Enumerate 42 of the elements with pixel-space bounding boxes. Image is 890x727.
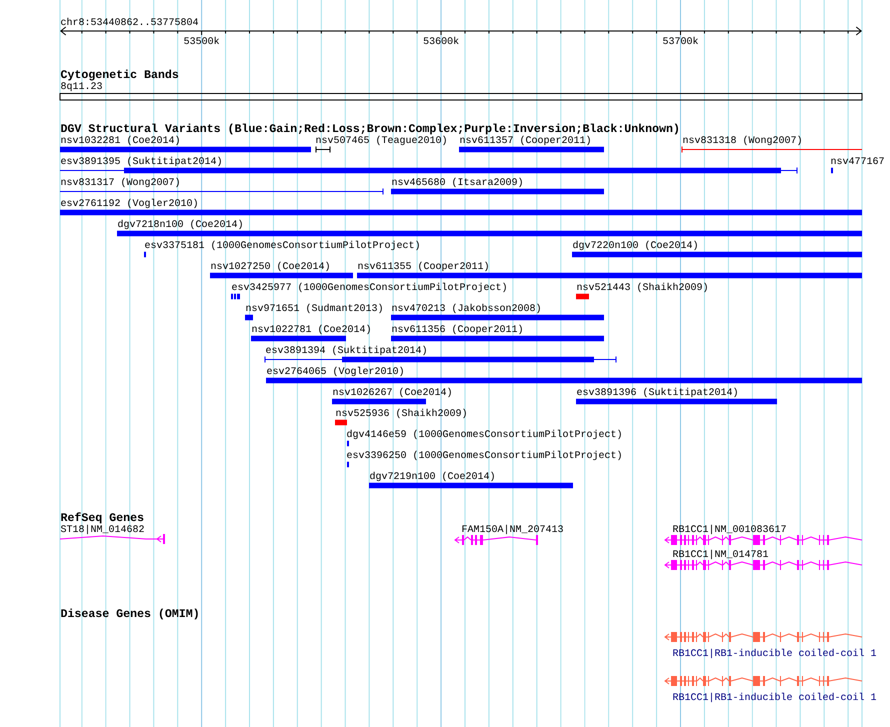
track-heading: DGV Structural Variants (Blue:Gain;Red:Loss;Brown:Complex;Purple:Inversion;Black:Unknown) [61,124,678,134]
variant-label: nsv521443 (Shaikh2009) [577,282,707,292]
variant-label: nsv831317 (Wong2007) [61,178,179,188]
tick-label: 53600k [424,36,459,44]
variant-label: nsv971651 (Sudmant2013) [246,304,382,314]
variant-label: dgv7219n100 (Coe2014) [370,472,494,482]
gene-label: FAM150A|NM_207413 [462,524,563,534]
variant-label: nsv611356 (Cooper2011) [392,324,522,334]
variant-label: esv3396250 (1000GenomesConsortiumPilotProject) [347,450,621,460]
variant-label: nsv1026267 (Coe2014) [333,388,451,398]
region-label: chr8:53440862..53775804 [61,18,198,26]
variant-label: nsv611357 (Cooper2011) [460,136,590,146]
gene-label: RB1CC1|NM_001083617 [673,524,786,534]
variant-label: esv3891394 (Suktitipat2014) [266,346,426,356]
variant-label: esv3891395 (Suktitipat2014) [61,156,221,166]
variant-label: nsv525936 (Shaikh2009) [336,408,466,418]
track-heading: Cytogenetic Bands [60,70,178,80]
variant-label: dgv7220n100 (Coe2014) [573,240,697,250]
variant-label: esv3891396 (Suktitipat2014) [577,388,737,398]
gene-label: RB1CC1|RB1-inducible coiled-coil 1 [673,692,876,702]
gene-label: RB1CC1|NM_014781 [673,550,768,560]
variant-label: nsv465680 (Itsara2009) [392,178,522,188]
band-label: 8q11.23 [61,82,102,92]
tick-label: 53500k [184,36,220,44]
track-heading: Disease Genes (OMIM) [61,608,198,620]
variant-label: esv3375181 (1000GenomesConsortiumPilotProject) [145,240,419,250]
variant-label: nsv611355 (Cooper2011) [358,262,488,272]
variant-label: nsv1032281 (Coe2014) [61,136,179,146]
variant-label: dgv7218n100 (Coe2014) [118,220,242,230]
variant-label: esv2761192 (Vogler2010) [61,198,197,208]
variant-label: dgv4146e59 (1000GenomesConsortiumPilotProject) [347,430,621,440]
variant-label: nsv470213 (Jakobsson2008) [392,304,540,314]
variant-label: esv2764065 (Vogler2010) [267,366,403,376]
gene-label: ST18|NM_014682 [60,524,144,534]
tick-label: 53700k [663,36,698,44]
variant-label: nsv477167 [831,157,884,164]
variant-label: nsv831318 (Wong2007) [683,136,801,146]
gene-label: RB1CC1|RB1-inducible coiled-coil 1 [673,648,876,658]
variant-label: nsv507465 (Teague2010) [316,136,446,146]
variant-label: nsv1022781 (Coe2014) [252,324,370,334]
variant-label: esv3425977 (1000GenomesConsortiumPilotProject) [232,282,506,292]
variant-label: nsv1027250 (Coe2014) [211,262,329,272]
